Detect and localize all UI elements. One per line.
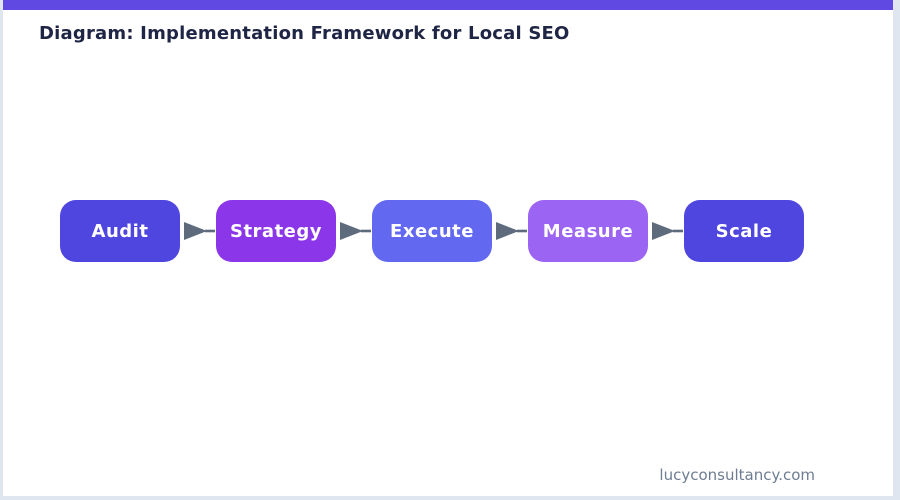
flow-step-label: Scale — [715, 220, 773, 242]
page-title: Diagram: Implementation Framework for Lo… — [39, 23, 570, 44]
flow-arrow-icon — [492, 200, 528, 262]
flow-step-label: Measure — [542, 220, 634, 242]
footer-website: lucyconsultancy.com — [659, 466, 815, 484]
flow-step-execute: Execute — [372, 200, 492, 262]
flow-step-measure: Measure — [528, 200, 648, 262]
flow-step-scale: Scale — [684, 200, 804, 262]
flow-arrow-icon — [336, 200, 372, 262]
flow-arrow-icon — [648, 200, 684, 262]
diagram-card: Diagram: Implementation Framework for Lo… — [3, 0, 893, 496]
flow-step-audit: Audit — [60, 200, 180, 262]
flow-step-strategy: Strategy — [216, 200, 336, 262]
flow-step-label: Execute — [390, 220, 474, 242]
flow-diagram: Audit Strategy Execute Measure Scale — [60, 200, 804, 262]
accent-top-bar — [3, 0, 893, 10]
flow-step-label: Audit — [91, 220, 149, 242]
flow-step-label: Strategy — [229, 220, 323, 242]
flow-arrow-icon — [180, 200, 216, 262]
